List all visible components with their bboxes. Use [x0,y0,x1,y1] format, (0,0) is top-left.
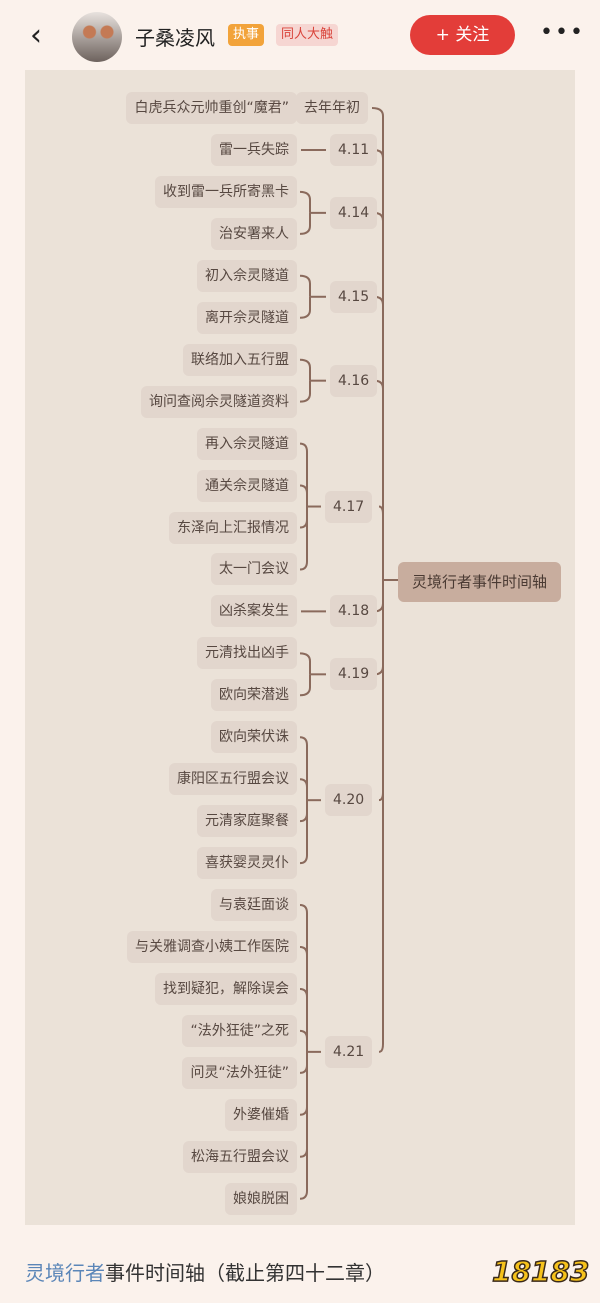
username[interactable]: 子桑凌风 [135,26,215,50]
more-dots-icon[interactable]: ••• [540,20,585,45]
date-node: 去年年初 [296,92,368,124]
date-connector [373,295,384,580]
mindmap-image [25,70,575,1225]
date-connector [378,580,384,1053]
event-connector [299,674,311,697]
event-node: 找到疑犯，解除误会 [155,972,297,1005]
event-node: 初入佘灵隧道 [197,259,297,292]
event-connector [299,736,308,801]
top-bar: ‹ 子桑凌风 执事 同人大触 + 关注 ••• [0,0,600,70]
event-node: 与关雅调查小姨工作医院 [127,931,297,963]
event-node: 康阳区五行盟会议 [169,763,297,796]
date-node: 4.18 [330,595,378,628]
caption: 灵境行者事件时间轴（截止第四十二章） [25,1257,385,1286]
event-connector [299,380,311,403]
event-connector [299,778,308,801]
event-connector [299,442,308,507]
event-node: 欧向荣潜逃 [211,679,297,712]
event-connector [299,212,311,235]
event-node: 东泽向上汇报情况 [169,511,297,544]
event-node: 娘娘脱困 [225,1182,297,1215]
caption-link[interactable]: 灵境行者 [25,1261,105,1285]
date-connector [373,379,384,580]
event-node: “法外狂徒”之死 [182,1014,297,1047]
event-connector [299,987,308,1052]
event-node: 收到雷一兵所寄黑卡 [155,175,297,208]
date-connector [378,505,384,580]
event-node: 白虎兵众元帅重创“魔君” [126,92,297,124]
event-node: 元清家庭聚餐 [197,805,297,838]
event-connector [299,652,311,675]
follow-button[interactable]: + 关注 [410,15,515,55]
event-connector [299,800,308,823]
event-connector [299,506,308,529]
event-connector [299,1051,308,1074]
event-connector [299,296,311,319]
badge-deacon: 执事 [228,24,265,46]
date-node: 4.16 [330,364,378,397]
event-node: 问灵“法外狂徒” [182,1056,297,1089]
date-node: 4.15 [330,280,378,313]
date-connector [373,211,384,580]
chevron-left-icon[interactable]: ‹ [30,18,42,53]
date-node: 4.19 [330,658,378,691]
event-node: 喜获婴灵灵仆 [197,847,297,880]
event-connector [299,800,308,865]
site-logo: 18183 [491,1254,590,1289]
date-node: 4.14 [330,196,378,229]
date-node: 4.20 [325,784,373,817]
event-connector [299,1051,308,1116]
event-connector [299,1051,308,1200]
event-node: 通关佘灵隧道 [197,469,297,502]
event-node: 再入佘灵隧道 [197,427,297,460]
event-node: 元清找出凶手 [197,637,297,670]
event-connector [299,1029,308,1052]
event-connector [299,484,308,507]
mindmap-root: 灵境行者事件时间轴 [398,562,561,602]
avatar[interactable] [72,12,122,62]
event-node: 凶杀案发生 [211,595,297,628]
event-node: 治安署来人 [211,217,297,250]
badge-fan-artist: 同人大触 [276,24,339,46]
event-node: 离开佘灵隧道 [197,301,297,334]
event-node: 欧向荣伏诛 [211,721,297,754]
event-node: 松海五行盟会议 [183,1140,297,1173]
event-node: 联络加入五行盟 [183,343,297,376]
caption-text: 事件时间轴（截止第四十二章） [105,1261,385,1285]
date-node: 4.21 [325,1035,373,1068]
event-node: 询问查阅佘灵隧道资料 [141,385,297,418]
event-connector [299,904,308,1052]
event-node: 太一门会议 [211,553,297,586]
date-node: 4.17 [325,490,373,523]
event-connector [299,358,311,381]
date-connector [371,107,384,580]
event-node: 外婆催婚 [225,1098,297,1131]
event-connector [299,274,311,297]
date-node: 4.11 [330,133,378,166]
event-node: 雷一兵失踪 [211,133,297,166]
event-connector [299,190,311,213]
event-connector [299,946,308,1052]
event-connector [299,506,308,571]
event-node: 与袁廷面谈 [211,889,297,922]
